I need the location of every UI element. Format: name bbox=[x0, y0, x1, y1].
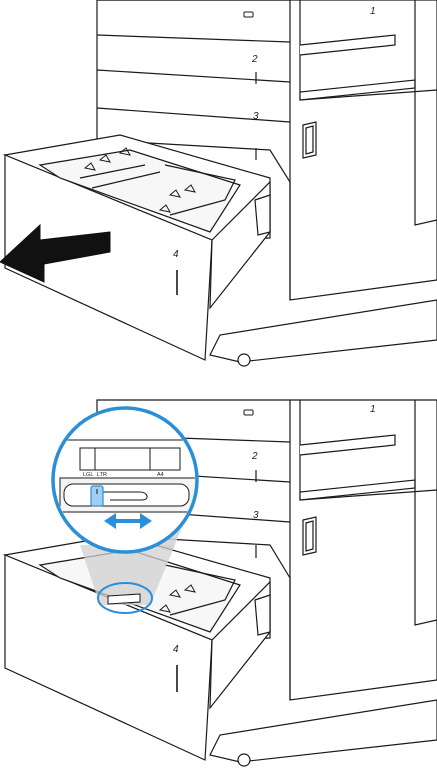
panel-adjust-guide: 1 2 3 4 bbox=[5, 400, 437, 766]
tray-2-label-2: 2 bbox=[251, 451, 258, 462]
size-mark-a4: A4 bbox=[157, 472, 164, 478]
size-mark-ltr: LTR bbox=[97, 472, 107, 478]
panel-pull-out-tray: 1 2 3 4 bbox=[0, 0, 437, 366]
printer-base-2 bbox=[210, 700, 437, 762]
tray-1-label-right-2: 1 bbox=[370, 404, 376, 415]
magnifier-detail: LGL LTR A4 bbox=[53, 408, 200, 552]
caster-wheel-2 bbox=[238, 754, 250, 766]
tray-1-label-right: 1 bbox=[370, 6, 376, 17]
tray-4-label-2: 4 bbox=[173, 644, 179, 655]
tray-2-label: 2 bbox=[251, 54, 258, 65]
tray-4-label: 4 bbox=[173, 249, 179, 260]
size-mark-lgl: LGL bbox=[83, 472, 93, 478]
caster-wheel bbox=[238, 354, 250, 366]
guide-lever bbox=[108, 594, 140, 604]
tray-3-label: 3 bbox=[253, 111, 259, 122]
printer-base bbox=[210, 300, 437, 362]
tray-3-label-2: 3 bbox=[253, 510, 259, 521]
